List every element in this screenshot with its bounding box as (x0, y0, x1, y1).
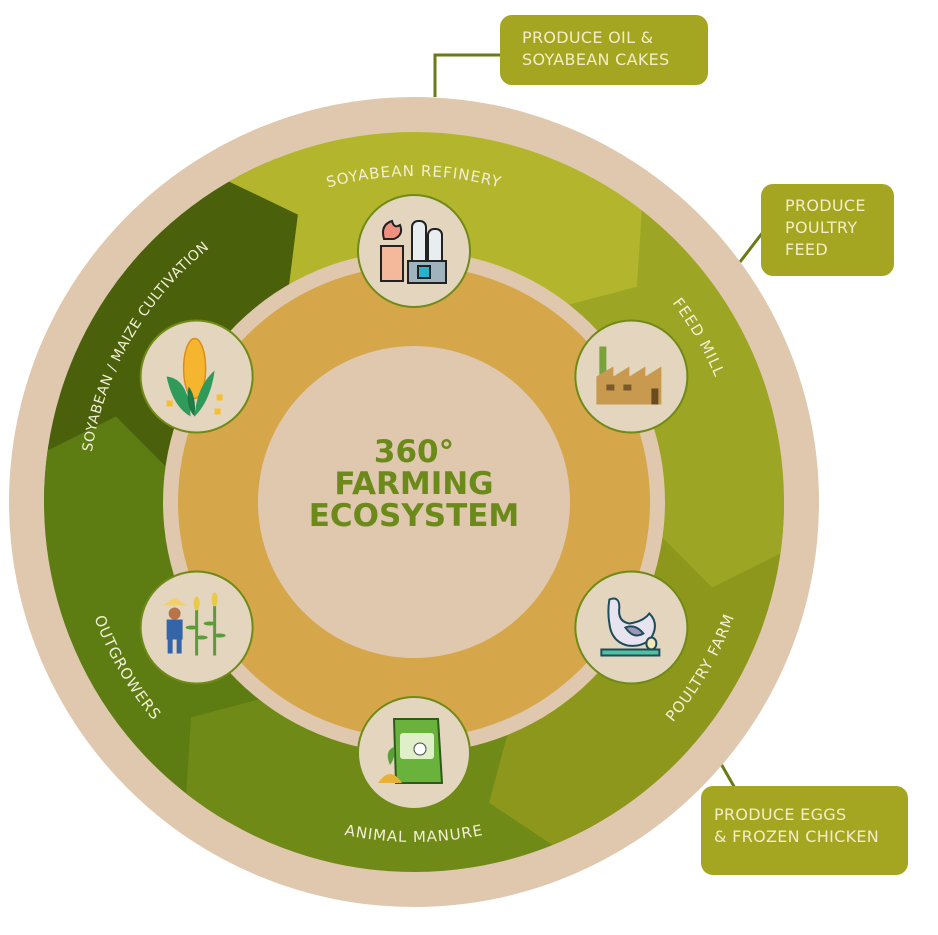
callout-text: & FROZEN CHICKEN (714, 827, 880, 846)
inner-disc (258, 346, 570, 658)
manure-bag-icon (378, 718, 444, 784)
factory-icon (596, 346, 662, 405)
center-title-line2: FARMING (334, 466, 494, 502)
refinery-icon-badge (357, 194, 471, 308)
center-title-line3: ECOSYSTEM (308, 498, 520, 534)
callout-feedmill: PRODUCE POULTRY FEED (761, 184, 894, 276)
callout-poultry: PRODUCE EGGS & FROZEN CHICKEN (701, 786, 908, 875)
farmer-icon-badge (139, 570, 254, 685)
callout-text: POULTRY (785, 218, 858, 237)
center-title-line1: 360° (373, 434, 455, 470)
refinery-icon (380, 219, 447, 284)
callout-text: PRODUCE EGGS (714, 805, 847, 824)
connector-line-refinery (433, 53, 502, 97)
farmer-icon (162, 592, 226, 656)
connector-line-feedmill (738, 231, 765, 263)
hen-icon (600, 597, 661, 657)
factory-icon-badge (574, 319, 689, 434)
callout-text: FEED (785, 240, 828, 259)
manure-bag-icon-badge (357, 696, 471, 810)
connector-line-poultry (718, 761, 738, 791)
callout-text: PRODUCE OIL & (522, 28, 654, 47)
corn-icon (166, 337, 223, 417)
center-title: 360° FARMING ECOSYSTEM (264, 436, 564, 532)
callout-refinery: PRODUCE OIL & SOYABEAN CAKES (500, 15, 708, 85)
corn-icon-badge (139, 319, 254, 434)
callout-text: SOYABEAN CAKES (522, 50, 670, 69)
callout-text: PRODUCE (785, 196, 866, 215)
hen-icon-badge (574, 570, 689, 685)
